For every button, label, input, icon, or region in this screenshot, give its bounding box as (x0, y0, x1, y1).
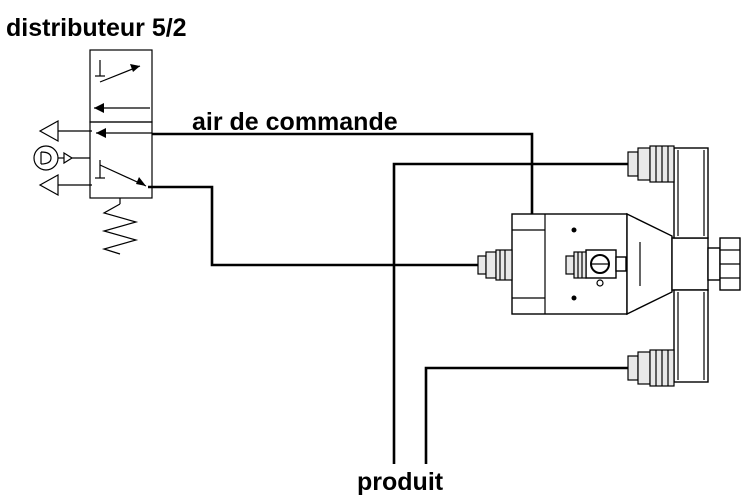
product-line-upper (392, 162, 628, 464)
upper-tube (673, 147, 709, 239)
control-air-label: air de commande (192, 108, 398, 136)
valve-box-top (89, 49, 153, 123)
valve-title-label: distributeur 5/2 (6, 14, 187, 42)
lower-tube (673, 289, 709, 383)
exhaust-triangle-icon (38, 119, 92, 197)
hose-fitting-icon (627, 349, 675, 387)
valve-box-bottom (89, 121, 153, 199)
supply-line (148, 185, 478, 267)
manifold-junction (671, 237, 709, 291)
spring-return-icon (101, 198, 139, 255)
pilot-actuator-symbol (33, 145, 90, 171)
product-line-lower (424, 366, 628, 464)
dispensing-valve-manifold (511, 147, 741, 383)
hose-fitting-icon (627, 145, 675, 183)
valve-5-2-symbol (89, 49, 153, 199)
hose-fitting-icon (565, 251, 587, 279)
control-air-line (152, 132, 568, 268)
product-label: produit (357, 468, 444, 496)
hose-fitting-icon (477, 249, 513, 281)
